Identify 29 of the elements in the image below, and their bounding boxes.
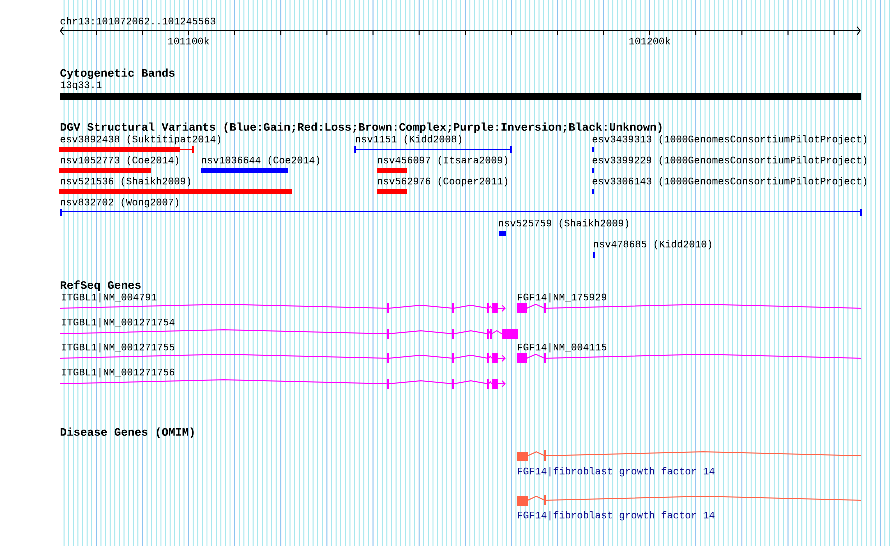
- variant-label: nsv478685 (Kidd2010): [594, 240, 712, 250]
- gene-label: ITGBL1|NM_001271754: [62, 318, 175, 328]
- gene-label: ITGBL1|NM_001271756: [62, 368, 175, 378]
- tick-label: 101100k: [168, 37, 210, 45]
- variant-label: esv3306143 (1000GenomesConsortiumPilotProject): [592, 177, 867, 187]
- track-title: RefSeq Genes: [60, 280, 141, 292]
- gene-label: FGF14|fibroblast growth factor 14: [518, 511, 715, 521]
- variant-label: esv3399229 (1000GenomesConsortiumPilotProject): [592, 156, 867, 166]
- gene-label: ITGBL1|NM_004791: [62, 293, 157, 303]
- track-title: Cytogenetic Bands: [60, 68, 175, 80]
- gene-label: ITGBL1|NM_001271755: [62, 343, 175, 353]
- variant-label: nsv832702 (Wong2007): [61, 198, 179, 208]
- region-label: chr13:101072062..101245563: [60, 17, 216, 25]
- variant-label: nsv562976 (Cooper2011): [378, 177, 508, 187]
- gene-label: FGF14|NM_004115: [518, 343, 607, 353]
- band-label: 13q33.1: [60, 82, 102, 90]
- variant-label: nsv1036644 (Coe2014): [202, 156, 320, 166]
- variant-label: esv3892438 (Suktitipat2014): [60, 135, 221, 145]
- variant-label: nsv525759 (Shaikh2009): [499, 219, 629, 229]
- tick-label: 101200k: [630, 37, 670, 45]
- gene-label: FGF14|fibroblast growth factor 14: [518, 467, 715, 477]
- variant-label: nsv521536 (Shaikh2009): [61, 177, 191, 187]
- variant-label: esv3439313 (1000GenomesConsortiumPilotProject): [592, 135, 867, 145]
- variant-label: nsv1052773 (Coe2014): [61, 156, 179, 166]
- track-title: DGV Structural Variants (Blue:Gain;Red:Loss;Brown:Complex;Purple:Inversion;Black:Unknown): [60, 122, 662, 134]
- track-title: Disease Genes (OMIM): [60, 428, 194, 438]
- variant-label: nsv1151 (Kidd2008): [356, 135, 462, 145]
- variant-label: nsv456097 (Itsara2009): [378, 156, 508, 166]
- gene-label: FGF14|NM_175929: [518, 293, 607, 303]
